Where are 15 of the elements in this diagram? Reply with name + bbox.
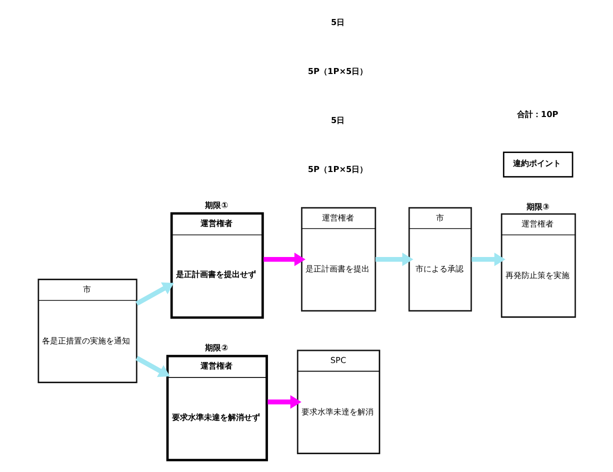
arrow <box>472 252 506 266</box>
arrow <box>136 282 174 306</box>
label: 5日 <box>331 115 345 125</box>
node-label: 期限② <box>205 342 228 352</box>
label: 合計：10P <box>516 108 558 119</box>
label: 5日 <box>331 16 345 27</box>
node-label: 期限③ <box>526 201 550 212</box>
label: 5P（1P×5日） <box>308 164 368 174</box>
arrow <box>136 356 170 377</box>
node-label: 期限① <box>205 200 228 210</box>
label: 5P（1P×5日） <box>308 66 368 76</box>
arrow <box>376 252 414 266</box>
arrow <box>268 395 302 409</box>
node-box: 違約ポイント <box>502 152 574 178</box>
arrow <box>264 252 306 266</box>
